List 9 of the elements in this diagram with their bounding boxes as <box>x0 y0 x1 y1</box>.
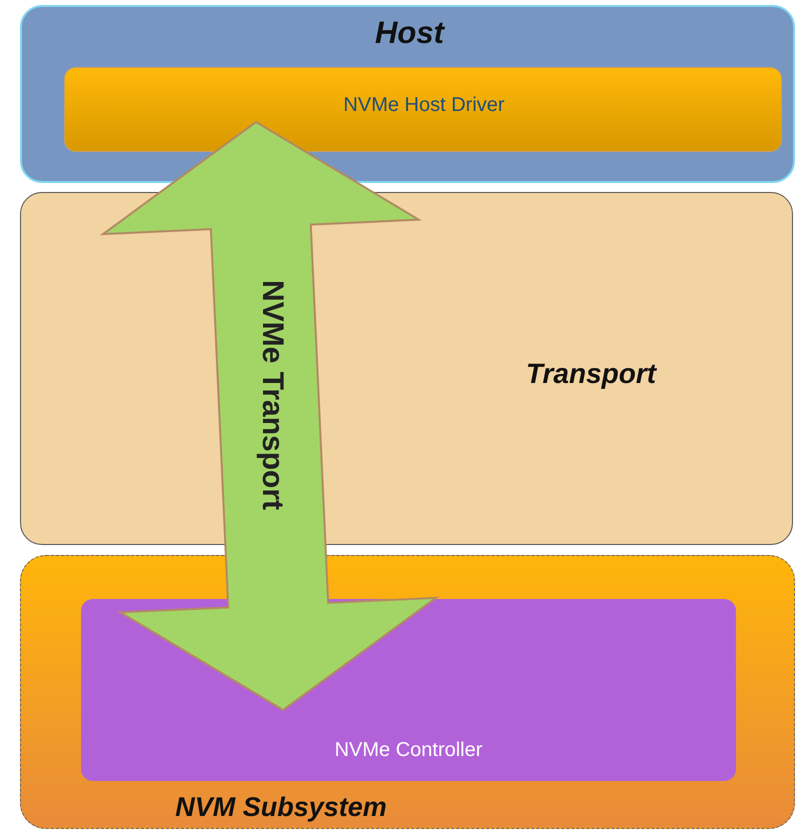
driver-box <box>64 67 782 152</box>
box-label: NVMe Host Driver <box>342 94 506 117</box>
panel-title: Transport <box>524 358 658 390</box>
box-label: NVMe Controller <box>334 739 484 762</box>
double-arrow <box>100 120 440 712</box>
edge-label: NVMe Transport <box>254 280 288 510</box>
host-panel <box>20 5 795 183</box>
panel-title: NVM Subsystem <box>174 792 388 823</box>
panel-title: Host <box>374 15 446 51</box>
